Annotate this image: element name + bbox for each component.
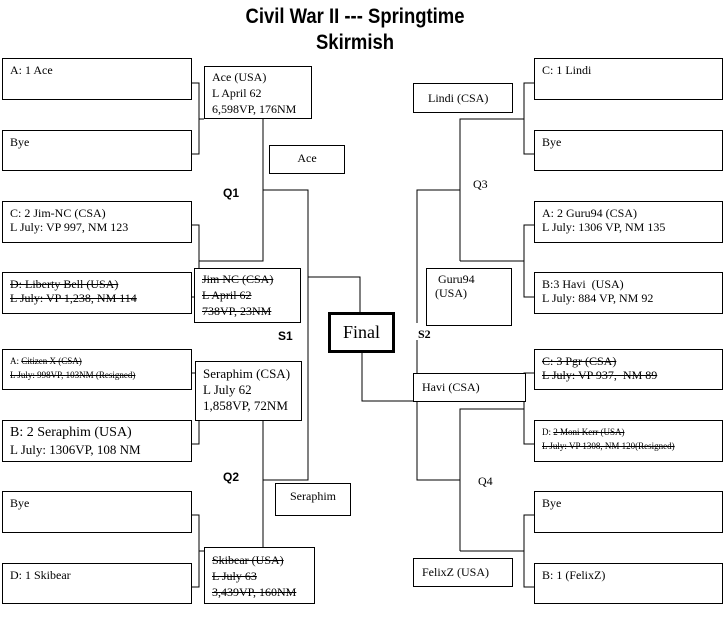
entry-text: Bye <box>10 135 30 149</box>
entry-text: D: Liberty Bell (USA) <box>10 277 119 291</box>
entry-text: C: 1 Lindi <box>542 63 592 77</box>
entry-stats: L July: VP 997, NM 123 <box>10 220 129 234</box>
entry-stats: 3,439VP, 160NM <box>212 585 297 599</box>
entry-text: L July 63 <box>212 569 257 583</box>
label-s2: S2 <box>418 327 431 341</box>
connector-right-c <box>459 372 534 551</box>
entry-text: B: 2 Seraphim (USA) <box>10 425 132 440</box>
right-r1-box-5: C: 3 Pgr (CSA)L July: VP 937, NM 89 <box>534 349 723 390</box>
entry-text: Bye <box>542 496 562 510</box>
right-r1-box-3: A: 2 Guru94 (CSA)L July: 1306 VP, NM 135 <box>534 201 723 243</box>
left-r1-box-2: Bye <box>2 130 192 171</box>
entry-name: 2 Moni Kerr (USA) <box>553 427 625 437</box>
connector-right-a <box>459 82 534 261</box>
entry-text: L April 62 <box>212 86 262 100</box>
entry-text: B: 1 (FelixZ) <box>542 568 606 582</box>
right-r1-box-6: D: 2 Moni Kerr (USA) L July: VP 1308, NM … <box>534 420 723 462</box>
connector-left-d <box>191 420 264 588</box>
label-q4: Q4 <box>478 474 493 488</box>
right-r2-box-3: Havi (CSA) <box>413 373 526 402</box>
entry-text: Jim NC (CSA) <box>202 272 274 286</box>
connector-final-right <box>361 353 413 402</box>
entry-name: Citizen X (CSA) <box>21 356 82 366</box>
entry-text: C: 2 Jim-NC (CSA) <box>10 206 106 220</box>
left-r1-box-3: C: 2 Jim-NC (CSA)L July: VP 997, NM 123 <box>2 201 192 243</box>
label-s1: S1 <box>278 329 293 343</box>
entry-text: Seraphim <box>290 489 336 503</box>
entry-stats: 738VP, 23NM <box>202 304 272 318</box>
connector-left-a <box>191 82 204 155</box>
entry-text: Bye <box>10 496 30 510</box>
entry-text: (USA) <box>435 286 467 300</box>
label-q3: Q3 <box>473 177 488 191</box>
left-r1-box-7: Bye <box>2 491 192 533</box>
left-r2-box-2: Jim NC (CSA) L April 62 738VP, 23NM <box>194 268 301 323</box>
semi-box-ace: Ace <box>269 145 345 174</box>
entry-text: D: 1 Skibear <box>10 568 71 582</box>
title-line-2: Skirmish <box>315 31 395 54</box>
connector-s2 <box>416 189 460 481</box>
connector-right-b <box>460 224 534 298</box>
left-r2-box-1: Ace (USA) L April 62 6,598VP, 176NM <box>204 66 312 119</box>
right-r1-box-4: B:3 Havi (USA)L July: 884 VP, NM 92 <box>534 272 723 314</box>
left-r2-box-4: Skibear (USA) L July 63 3,439VP, 160NM <box>204 547 315 604</box>
right-r2-box-1: Lindi (CSA) <box>413 83 513 113</box>
entry-stats: L July: 1306VP, 108 NM <box>10 442 141 457</box>
right-r1-box-8: B: 1 (FelixZ) <box>534 563 723 604</box>
entry-text: C: 3 Pgr (CSA) <box>542 354 617 368</box>
entry-text: Lindi (CSA) <box>428 91 489 105</box>
entry-text: B:3 Havi (USA) <box>542 277 624 291</box>
left-r1-box-4: D: Liberty Bell (USA)L July: VP 1,238, N… <box>2 272 192 314</box>
entry-text: FelixZ (USA) <box>422 565 489 579</box>
right-r1-box-1: C: 1 Lindi <box>534 58 723 100</box>
entry-stats: L July: VP 1308, NM 120(Resigned) <box>542 441 675 451</box>
entry-stats: L July: VP 1,238, NM 114 <box>10 291 137 305</box>
entry-text: Skibear (USA) <box>212 553 284 567</box>
entry-text: Seraphim (CSA) <box>203 366 291 381</box>
entry-text: Havi (CSA) <box>422 380 480 394</box>
left-r1-box-5: A: Citizen X (CSA) L July: 998VP, 103NM (… <box>2 349 192 390</box>
entry-prefix: A: <box>10 356 22 366</box>
entry-prefix: D: <box>542 427 554 437</box>
entry-stats: L July: VP 937, NM 89 <box>542 368 658 382</box>
right-r2-box-2: Guru94(USA) <box>426 268 512 326</box>
entry-text: A: Citizen X (CSA) <box>10 354 191 368</box>
entry-text: L July 62 <box>203 382 252 397</box>
label-q1: Q1 <box>223 186 240 200</box>
entry-text: D: 2 Moni Kerr (USA) <box>542 425 722 439</box>
entry-stats: 6,598VP, 176NM <box>212 102 297 116</box>
left-r1-box-6: B: 2 Seraphim (USA) L July: 1306VP, 108 N… <box>2 420 192 462</box>
entry-stats: 1,858VP, 72NM <box>203 398 288 413</box>
label-q2: Q2 <box>223 470 240 484</box>
connector-right-d <box>460 514 534 588</box>
entry-text: A: 1 Ace <box>10 63 53 77</box>
right-r2-box-4: FelixZ (USA) <box>413 558 513 587</box>
right-r1-box-2: Bye <box>534 130 723 171</box>
entry-stats: L July: 884 VP, NM 92 <box>542 291 654 305</box>
entry-text: Bye <box>542 135 562 149</box>
left-r1-box-8: D: 1 Skibear <box>2 563 192 604</box>
connector-s1 <box>263 189 361 481</box>
semi-box-seraphim: Seraphim <box>275 483 351 516</box>
entry-text: L April 62 <box>202 288 252 302</box>
entry-stats: L July: 998VP, 103NM (Resigned) <box>10 370 136 380</box>
entry-text: A: 2 Guru94 (CSA) <box>542 206 637 220</box>
final-box: Final <box>328 312 395 353</box>
left-r1-box-1: A: 1 Ace <box>2 58 192 100</box>
entry-text: Guru94 <box>438 272 475 286</box>
right-r1-box-7: Bye <box>534 491 723 533</box>
entry-stats: L July: 1306 VP, NM 135 <box>542 220 666 234</box>
entry-text: Ace <box>297 151 317 165</box>
title-line-1: Civil War II --- Springtime <box>245 5 465 28</box>
entry-text: Ace (USA) <box>212 70 267 84</box>
